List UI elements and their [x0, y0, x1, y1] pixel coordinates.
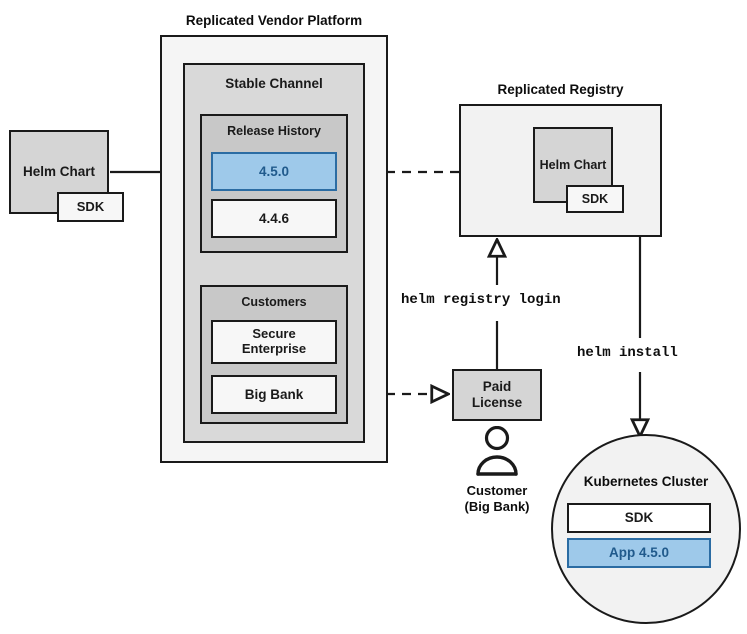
- registry-helm-chart-sdk-box[interactable]: SDK: [566, 185, 624, 213]
- release-item-446[interactable]: 4.4.6: [211, 199, 337, 238]
- customer-actor-line1: Customer: [466, 483, 528, 498]
- customer-secure-line1: Secure: [252, 326, 296, 342]
- command-helm-install: helm install: [577, 345, 678, 361]
- cluster-app-box[interactable]: App 4.5.0: [567, 538, 711, 568]
- customer-item-secure-enterprise[interactable]: Secure Enterprise: [211, 320, 337, 364]
- paid-license-box[interactable]: Paid License: [452, 369, 542, 421]
- kubernetes-cluster-label: Kubernetes Cluster: [583, 474, 709, 489]
- vendor-platform-title: Replicated Vendor Platform: [185, 13, 363, 28]
- customers-label: Customers: [241, 295, 307, 309]
- person-icon: [476, 426, 518, 476]
- stable-channel-label: Stable Channel: [225, 76, 323, 91]
- registry-title: Replicated Registry: [497, 82, 624, 97]
- customer-actor-line2: (Big Bank): [464, 499, 530, 515]
- customer-actor-caption: Customer (Big Bank): [432, 483, 562, 516]
- paid-license-line2: License: [471, 395, 523, 410]
- command-helm-registry-login: helm registry login: [401, 292, 561, 308]
- source-helm-chart-sdk-box[interactable]: SDK: [57, 192, 124, 222]
- paid-license-line1: Paid: [482, 379, 512, 395]
- cluster-sdk-box[interactable]: SDK: [567, 503, 711, 533]
- customer-secure-line2: Enterprise: [241, 341, 307, 356]
- release-item-450[interactable]: 4.5.0: [211, 152, 337, 191]
- release-history-label: Release History: [227, 124, 321, 138]
- customer-item-big-bank[interactable]: Big Bank: [211, 375, 337, 414]
